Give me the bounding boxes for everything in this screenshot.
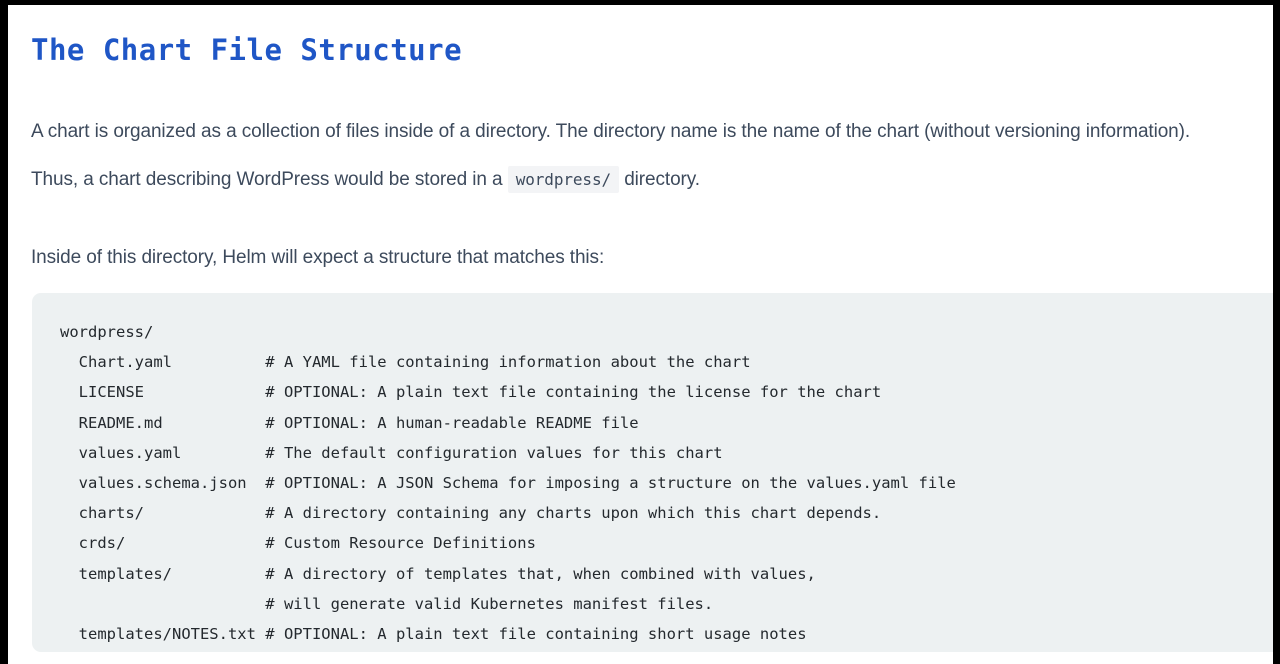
document-page: The Chart File Structure A chart is orga… <box>8 5 1273 664</box>
intro-paragraph-text-after-code: directory. <box>624 169 700 190</box>
chart-structure-code-block: wordpress/ Chart.yaml # A YAML file cont… <box>32 293 1273 652</box>
page-title: The Chart File Structure <box>31 33 463 68</box>
intro-paragraph-text-before-code: A chart is organized as a collection of … <box>31 121 1191 190</box>
chart-structure-code-text: wordpress/ Chart.yaml # A YAML file cont… <box>60 323 956 644</box>
inline-code-wordpress-dir: wordpress/ <box>507 166 620 193</box>
intro-paragraph: A chart is organized as a collection of … <box>31 108 1241 204</box>
structure-lead-in-paragraph: Inside of this directory, Helm will expe… <box>31 247 605 268</box>
